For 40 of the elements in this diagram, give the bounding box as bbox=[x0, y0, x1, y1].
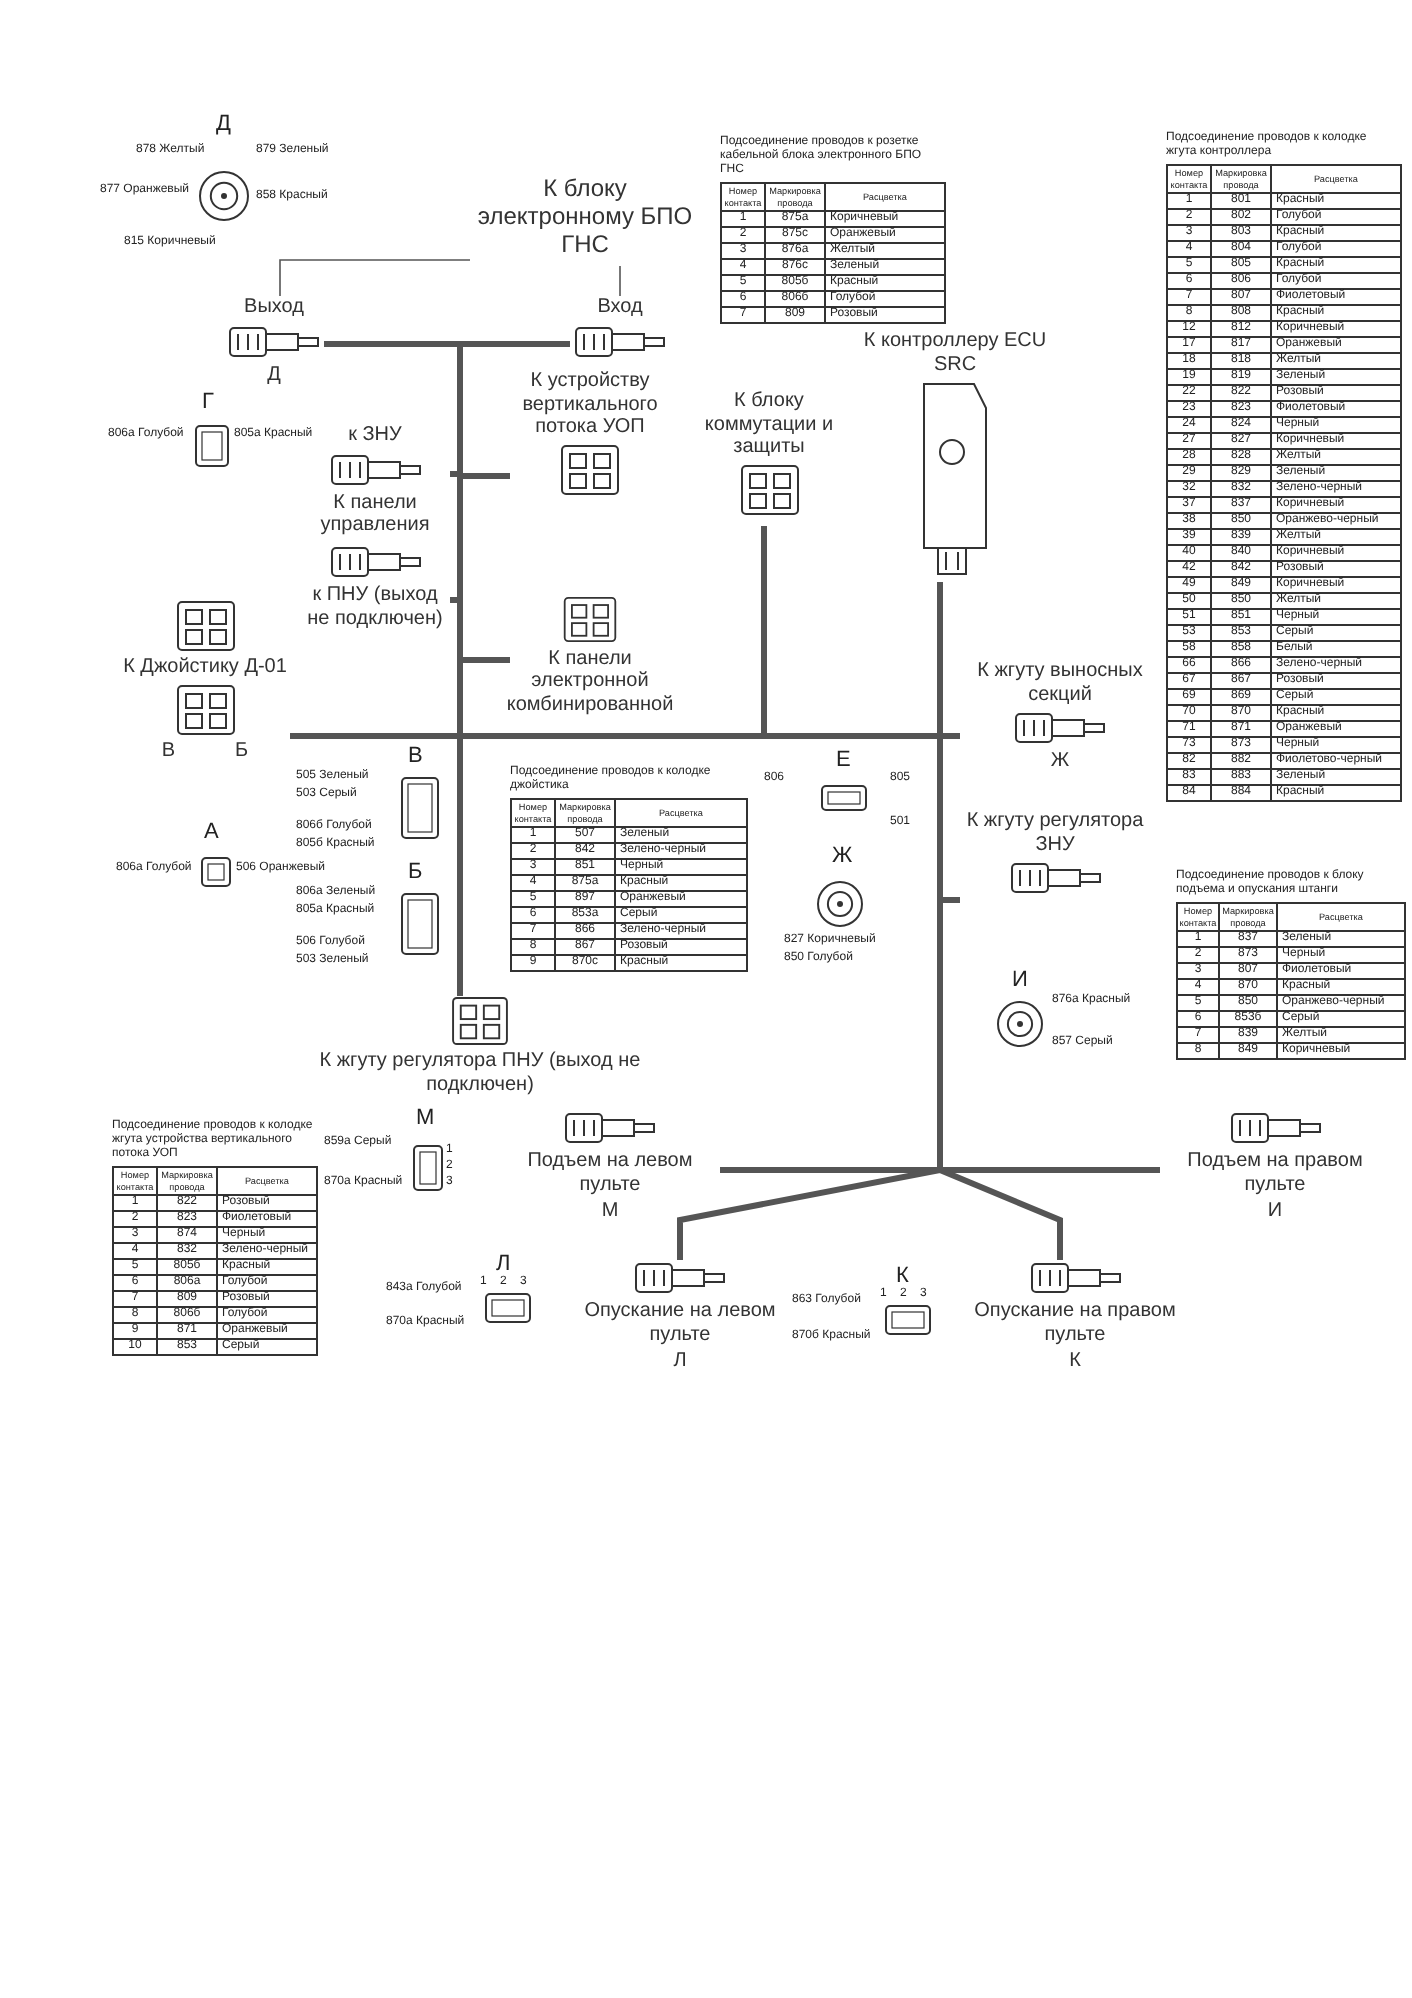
destination-label: К блоку электронному БПО ГНС bbox=[475, 176, 695, 260]
destination-label: Подъем на левом пульте bbox=[525, 1150, 695, 1196]
destination-label: к ПНУ (выход не подключен) bbox=[305, 584, 445, 630]
connector-caption: Б bbox=[235, 739, 249, 762]
destination-label: Выход bbox=[244, 296, 304, 319]
destination-label: Опускание на правом пульте bbox=[972, 1300, 1178, 1346]
connector-caption: Д bbox=[267, 363, 281, 386]
destination-label: К контроллеру ECU SRC bbox=[861, 330, 1049, 376]
destination-label: К Джойстику Д-01 bbox=[123, 656, 287, 679]
view-letter: А bbox=[204, 820, 219, 845]
view-letter: Г bbox=[202, 390, 214, 415]
view-letter: Б bbox=[408, 860, 423, 885]
view-letter: М bbox=[416, 1106, 435, 1131]
view-letter: Ж bbox=[832, 844, 853, 869]
destination-label: К жгуту регулятора ПНУ (выход не подключен) bbox=[317, 1050, 643, 1096]
destination-label: к ЗНУ bbox=[348, 424, 402, 447]
destination-label: Опускание на левом пульте bbox=[582, 1300, 778, 1346]
view-letter: К bbox=[896, 1264, 909, 1288]
destination-label: К панели электронной комбинированной bbox=[506, 647, 674, 716]
leader-line bbox=[279, 259, 471, 297]
destination-label: К блоку коммутации и защиты bbox=[702, 390, 836, 459]
destination-label: Подъем на правом пульте bbox=[1185, 1150, 1365, 1196]
connector-caption: К bbox=[1069, 1350, 1081, 1373]
destination-label: К жгуту выносных секций bbox=[975, 660, 1145, 706]
destination-label: К жгуту регулятора ЗНУ bbox=[964, 810, 1146, 856]
view-letter: И bbox=[1012, 968, 1028, 993]
connector-caption: Ж bbox=[1050, 750, 1070, 773]
view-letter: Д bbox=[216, 112, 231, 137]
destination-label: Вход bbox=[597, 296, 643, 319]
destination-label: К устройству вертикального потока УОП bbox=[520, 370, 660, 439]
connector-caption: Л bbox=[673, 1350, 687, 1373]
connector-caption: К панели управления bbox=[318, 491, 432, 537]
connector-caption: В bbox=[161, 739, 176, 762]
connector-caption: И bbox=[1267, 1200, 1283, 1223]
view-letter: Л bbox=[496, 1252, 511, 1276]
wire-harness bbox=[937, 582, 1063, 1260]
leader-line bbox=[619, 265, 621, 297]
view-letter: В bbox=[408, 744, 423, 769]
view-letter: Е bbox=[836, 748, 851, 773]
connector-caption: М bbox=[601, 1200, 619, 1223]
